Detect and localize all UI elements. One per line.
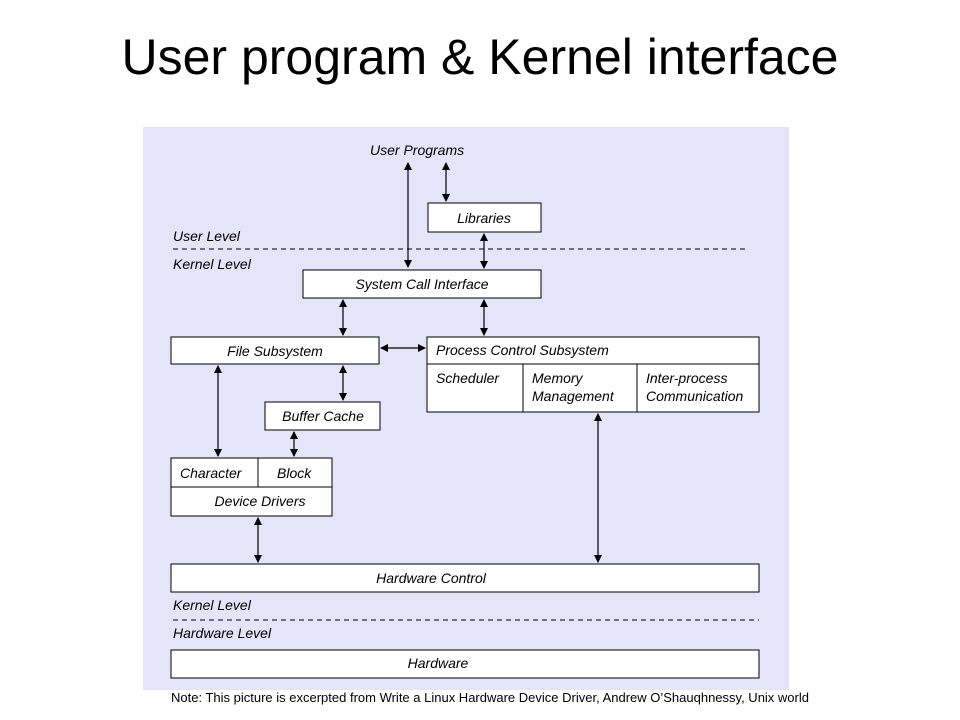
hardware-control-label: Hardware Control xyxy=(376,570,487,586)
source-note: Note: This picture is excerpted from Wri… xyxy=(171,690,809,705)
system-call-interface-box xyxy=(302,269,542,299)
buffer-cache-label: Buffer Cache xyxy=(282,408,364,424)
user-level-label: User Level xyxy=(173,228,241,244)
buffer-cache-box xyxy=(264,401,381,431)
character-label: Character xyxy=(180,465,243,481)
slide-title: User program & Kernel interface xyxy=(121,29,839,85)
hardware-box xyxy=(170,649,760,679)
block-label: Block xyxy=(277,465,312,481)
user-programs-label: User Programs xyxy=(370,142,464,158)
device-drivers-label: Device Drivers xyxy=(214,493,305,509)
libraries-box xyxy=(427,202,542,233)
file-subsystem-box xyxy=(170,336,380,365)
inter-process-communication-label-2: Communication xyxy=(646,388,743,404)
process-control-subsystem-label: Process Control Subsystem xyxy=(436,342,609,358)
kernel-level-top-label: Kernel Level xyxy=(173,256,252,272)
memory-management-label-1: Memory xyxy=(532,370,584,386)
memory-management-label-2: Management xyxy=(532,388,615,404)
process-control-subsystem-box xyxy=(426,336,760,413)
system-call-interface-label: System Call Interface xyxy=(355,276,488,292)
kernel-architecture-diagram: User Programs Libraries User Level Kerne… xyxy=(143,127,789,690)
libraries-label: Libraries xyxy=(457,210,511,226)
hardware-control-box xyxy=(170,563,760,593)
file-subsystem-label: File Subsystem xyxy=(227,343,323,359)
kernel-level-bottom-label: Kernel Level xyxy=(173,597,252,613)
scheduler-label: Scheduler xyxy=(436,370,500,386)
hardware-label: Hardware xyxy=(408,655,469,671)
hardware-level-label: Hardware Level xyxy=(173,625,272,641)
inter-process-communication-label-1: Inter-process xyxy=(646,370,727,386)
